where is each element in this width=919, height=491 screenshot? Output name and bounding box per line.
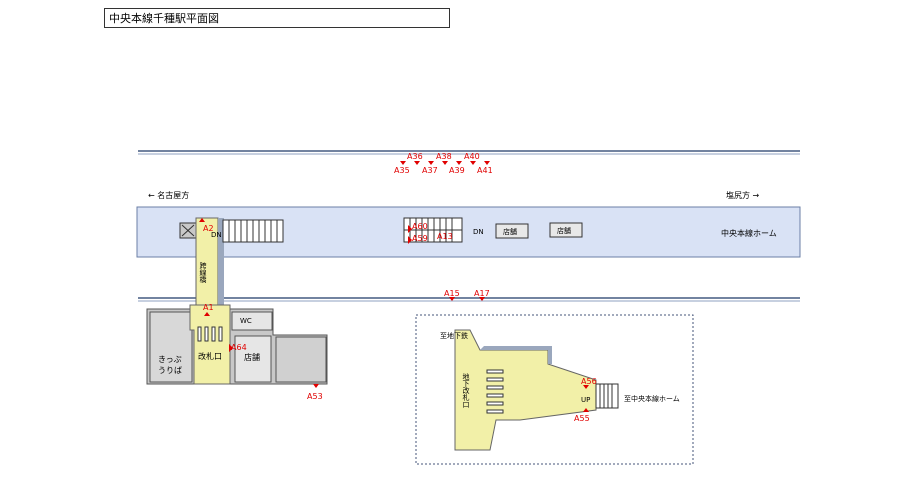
concourse-area (189, 304, 231, 385)
marker-triangle (199, 218, 205, 222)
to-subway-label: 至地下鉄 (440, 331, 468, 340)
marker-triangle (313, 384, 319, 388)
wc-label: WC (240, 317, 252, 325)
stairs-up-label: UP (581, 396, 590, 404)
shop-concourse-label: 店舗 (244, 352, 260, 362)
marker-a38: A38 (436, 152, 452, 161)
marker-triangle (428, 161, 434, 165)
marker-a41: A41 (477, 166, 493, 175)
direction-left-label: ← 名古屋方 (148, 190, 189, 200)
marker-a56: A56 (581, 377, 597, 386)
marker-triangle (408, 225, 412, 233)
track-line-bottom (138, 297, 800, 302)
shop-2: 店舗 (549, 222, 583, 238)
marker-a2: A2 (203, 224, 214, 233)
marker-a1: A1 (203, 303, 214, 312)
marker-triangle (408, 236, 412, 244)
marker-a64: A64 (231, 343, 247, 352)
marker-triangle (449, 297, 455, 301)
bridge-label: 跨線橋 (199, 261, 207, 284)
marker-triangle (583, 408, 589, 412)
subway-concourse (454, 329, 597, 451)
marker-a40: A40 (464, 152, 480, 161)
marker-a59: A59 (412, 234, 428, 243)
page-title: 中央本線千種駅平面図 (104, 8, 450, 28)
elevator-icon (179, 222, 197, 239)
marker-a15: A15 (444, 289, 460, 298)
marker-a55: A55 (574, 414, 590, 423)
subway-inset (415, 314, 694, 465)
ticket-sales-label-2: うりば (158, 366, 182, 375)
svg-text:店舗: 店舗 (557, 226, 571, 235)
marker-triangle (479, 297, 485, 301)
ticket-gates (197, 326, 223, 342)
marker-a53: A53 (307, 392, 323, 401)
marker-triangle (442, 161, 448, 165)
subway-gate-label: 地下改札口 (462, 372, 470, 408)
marker-triangle (400, 161, 406, 165)
stairs-dn-1 (222, 219, 284, 243)
marker-triangle (456, 161, 462, 165)
marker-a35: A35 (394, 166, 410, 175)
marker-triangle (414, 161, 420, 165)
shop-1: 店舗 (495, 223, 529, 239)
marker-triangle (229, 344, 233, 352)
direction-right-label: 塩尻方 → (726, 190, 760, 200)
platform-label: 中央本線ホーム (721, 228, 777, 238)
subway-gates (486, 369, 504, 414)
bridge-shadow (218, 218, 224, 306)
stairs-dn-2-label: DN (473, 228, 484, 236)
marker-triangle (470, 161, 476, 165)
marker-a13: A13 (437, 232, 453, 241)
marker-a60: A60 (412, 222, 428, 231)
ticket-gate-label: 改札口 (198, 351, 222, 361)
marker-a17: A17 (474, 289, 490, 298)
stairs-up (595, 383, 619, 409)
marker-triangle (484, 161, 490, 165)
ticket-sales-label-1: きっぷ (158, 355, 182, 364)
svg-text:店舗: 店舗 (503, 227, 517, 236)
marker-a37: A37 (422, 166, 438, 175)
marker-a36: A36 (407, 152, 423, 161)
marker-a39: A39 (449, 166, 465, 175)
marker-triangle (583, 385, 589, 389)
stairs-dn-1-label: DN (211, 231, 222, 239)
marker-triangle (204, 312, 210, 316)
to-platform-label: 至中央本線ホーム (624, 394, 680, 403)
track-line-top (138, 150, 800, 155)
